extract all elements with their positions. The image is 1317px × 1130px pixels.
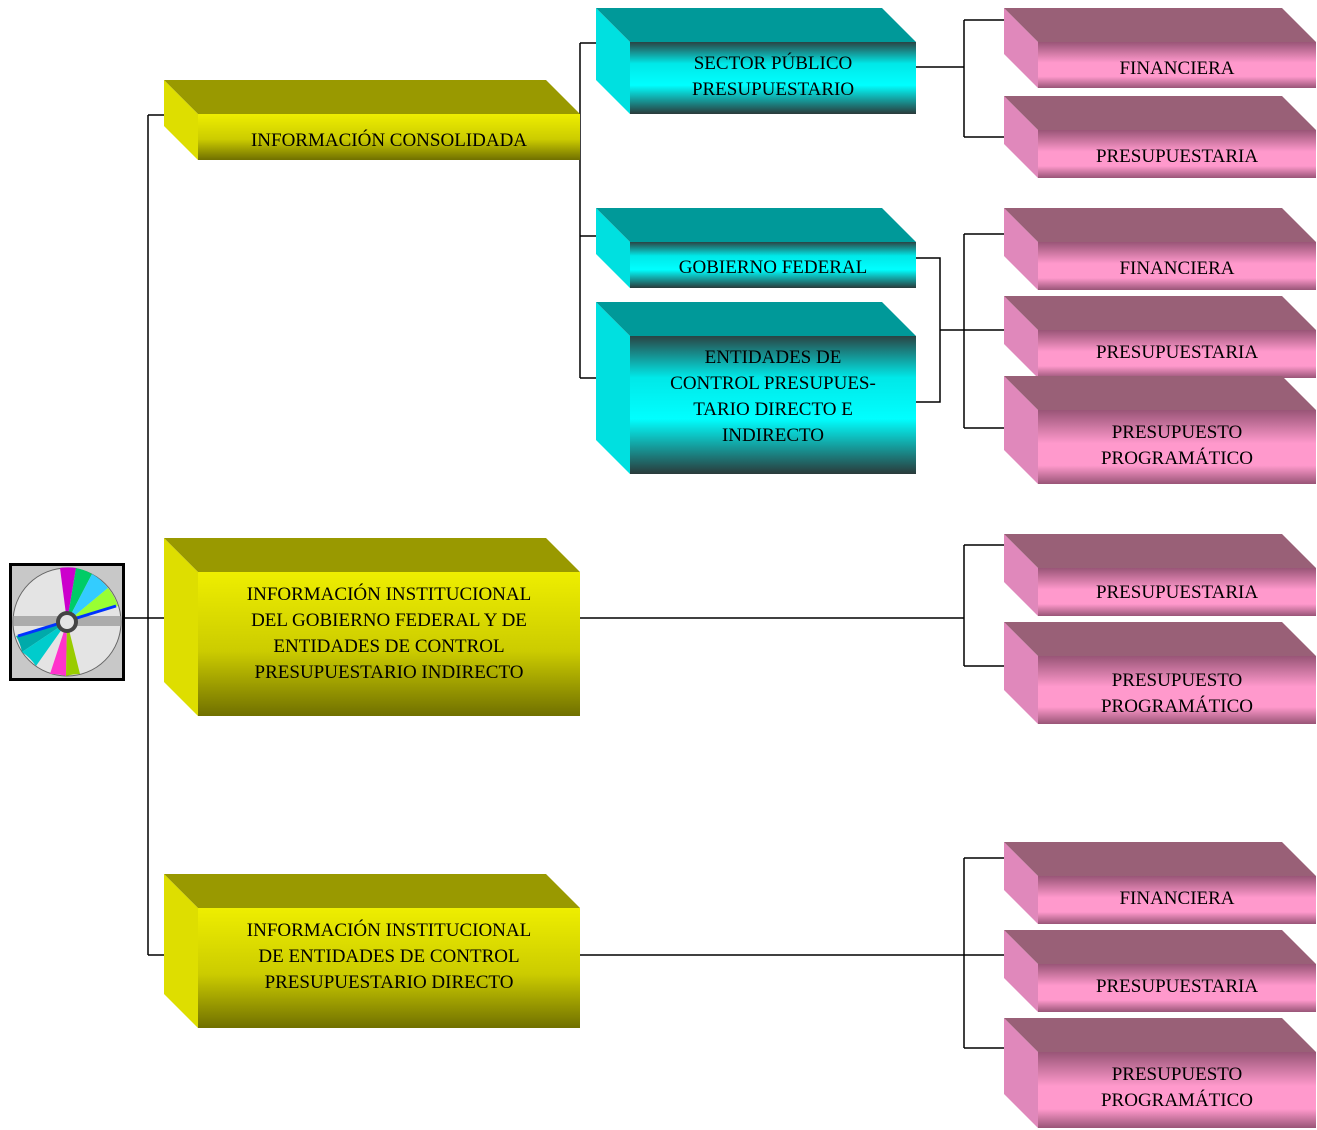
node-label-line: DEL GOBIERNO FEDERAL Y DE — [251, 610, 527, 631]
node-label-line: PRESUPUESTARIA — [1096, 146, 1258, 167]
node-label-line: PRESUPUESTARIA — [1096, 582, 1258, 603]
node-label-line: PRESUPUESTARIO DIRECTO — [265, 972, 514, 993]
box-front-face — [630, 336, 916, 474]
box-side-face — [1004, 1018, 1038, 1128]
node-label-line: PRESUPUESTARIO INDIRECTO — [255, 662, 524, 683]
node-dir-financiera: FINANCIERA — [1004, 842, 1316, 924]
node-label-line: FINANCIERA — [1119, 258, 1234, 279]
box-top-face — [1004, 1018, 1316, 1052]
box-front-face — [630, 242, 916, 288]
box-side-face — [596, 208, 630, 288]
box-side-face — [1004, 96, 1038, 178]
box-side-face — [596, 8, 630, 114]
box-front-face — [1038, 42, 1316, 88]
box-top-face — [1004, 842, 1316, 876]
node-institucional-indirecto: INFORMACIÓN INSTITUCIONAL DEL GOBIERNO FE… — [164, 538, 580, 716]
node-dir-presupuestaria: PRESUPUESTARIA — [1004, 930, 1316, 1012]
node-label-line: PRESUPUESTO — [1112, 422, 1243, 443]
box-side-face — [164, 538, 198, 716]
node-label-line: PROGRAMÁTICO — [1101, 695, 1253, 717]
box-front-face — [198, 908, 580, 1028]
box-side-face — [164, 80, 198, 160]
node-label-line: PRESUPUESTARIO — [692, 79, 854, 100]
box-front-face — [630, 42, 916, 114]
node-label-line: PROGRAMÁTICO — [1101, 1089, 1253, 1111]
box-side-face — [1004, 534, 1038, 616]
box-side-face — [596, 302, 630, 474]
node-sector-publico: SECTOR PÚBLICO PRESUPUESTARIO — [596, 8, 916, 114]
box-front-face — [1038, 410, 1316, 484]
node-gf-presupuestaria: PRESUPUESTARIA — [1004, 296, 1316, 378]
node-institucional-directo: INFORMACIÓN INSTITUCIONAL DE ENTIDADES DE… — [164, 874, 580, 1028]
box-side-face — [164, 874, 198, 1028]
box-top-face — [1004, 96, 1316, 130]
node-label-line: PRESUPUESTARIA — [1096, 976, 1258, 997]
box-top-face — [164, 538, 580, 572]
node-label-line: INFORMACIÓN CONSOLIDADA — [251, 129, 527, 151]
box-top-face — [1004, 296, 1316, 330]
node-ind-presupuestaria: PRESUPUESTARIA — [1004, 534, 1316, 616]
box-top-face — [1004, 622, 1316, 656]
node-label-line: PRESUPUESTO — [1112, 670, 1243, 691]
box-top-face — [596, 8, 916, 42]
node-label-line: ENTIDADES DE — [705, 347, 842, 368]
box-top-face — [164, 80, 580, 114]
node-label-line: FINANCIERA — [1119, 58, 1234, 79]
box-front-face — [1038, 964, 1316, 1012]
box-front-face — [1038, 130, 1316, 178]
node-consolidada: INFORMACIÓN CONSOLIDADA — [164, 80, 580, 160]
box-top-face — [1004, 8, 1316, 42]
connector-line — [916, 257, 941, 403]
box-front-face — [198, 114, 580, 160]
node-gobierno-federal: GOBIERNO FEDERAL — [596, 208, 916, 288]
node-label-line: PRESUPUESTARIA — [1096, 342, 1258, 363]
box-side-face — [1004, 208, 1038, 290]
node-label-line: INFORMACIÓN INSTITUCIONAL — [247, 919, 531, 941]
box-side-face — [1004, 930, 1038, 1012]
node-entidades-control: ENTIDADES DE CONTROL PRESUPUES- TARIO DIRE… — [596, 302, 916, 474]
node-label-line: TARIO DIRECTO E — [693, 399, 853, 420]
node-label-line: INFORMACIÓN INSTITUCIONAL — [247, 583, 531, 605]
box-top-face — [1004, 534, 1316, 568]
node-label-line: FINANCIERA — [1119, 888, 1234, 909]
node-label-line: ENTIDADES DE CONTROL — [273, 636, 504, 657]
box-side-face — [1004, 296, 1038, 378]
node-sp-presupuestaria: PRESUPUESTARIA — [1004, 96, 1316, 178]
box-front-face — [1038, 1052, 1316, 1128]
box-top-face — [596, 208, 916, 242]
box-side-face — [1004, 842, 1038, 924]
node-ind-presupuesto-programatico: PRESUPUESTO PROGRAMÁTICO — [1004, 622, 1316, 724]
node-label-line: DE ENTIDADES DE CONTROL — [258, 946, 519, 967]
node-gf-presupuesto-programatico: PRESUPUESTO PROGRAMÁTICO — [1004, 376, 1316, 484]
node-label-line: PRESUPUESTO — [1112, 1064, 1243, 1085]
box-side-face — [1004, 376, 1038, 484]
node-label-line: PROGRAMÁTICO — [1101, 447, 1253, 469]
box-top-face — [1004, 208, 1316, 242]
box-top-face — [164, 874, 580, 908]
node-label-line: SECTOR PÚBLICO — [694, 52, 853, 74]
box-top-face — [596, 302, 916, 336]
node-label-line: INDIRECTO — [722, 425, 824, 446]
box-front-face — [1038, 656, 1316, 724]
node-label-line: CONTROL PRESUPUES- — [670, 373, 876, 394]
node-label-line: GOBIERNO FEDERAL — [679, 257, 867, 278]
box-top-face — [1004, 376, 1316, 410]
box-front-face — [198, 572, 580, 716]
box-front-face — [1038, 876, 1316, 924]
box-top-face — [1004, 930, 1316, 964]
box-front-face — [1038, 568, 1316, 616]
box-front-face — [1038, 330, 1316, 378]
node-gf-financiera: FINANCIERA — [1004, 208, 1316, 290]
box-side-face — [1004, 8, 1038, 88]
node-sp-financiera: FINANCIERA — [1004, 8, 1316, 88]
cd-disc-icon — [9, 563, 125, 681]
node-dir-presupuesto-programatico: PRESUPUESTO PROGRAMÁTICO — [1004, 1018, 1316, 1128]
box-front-face — [1038, 242, 1316, 290]
